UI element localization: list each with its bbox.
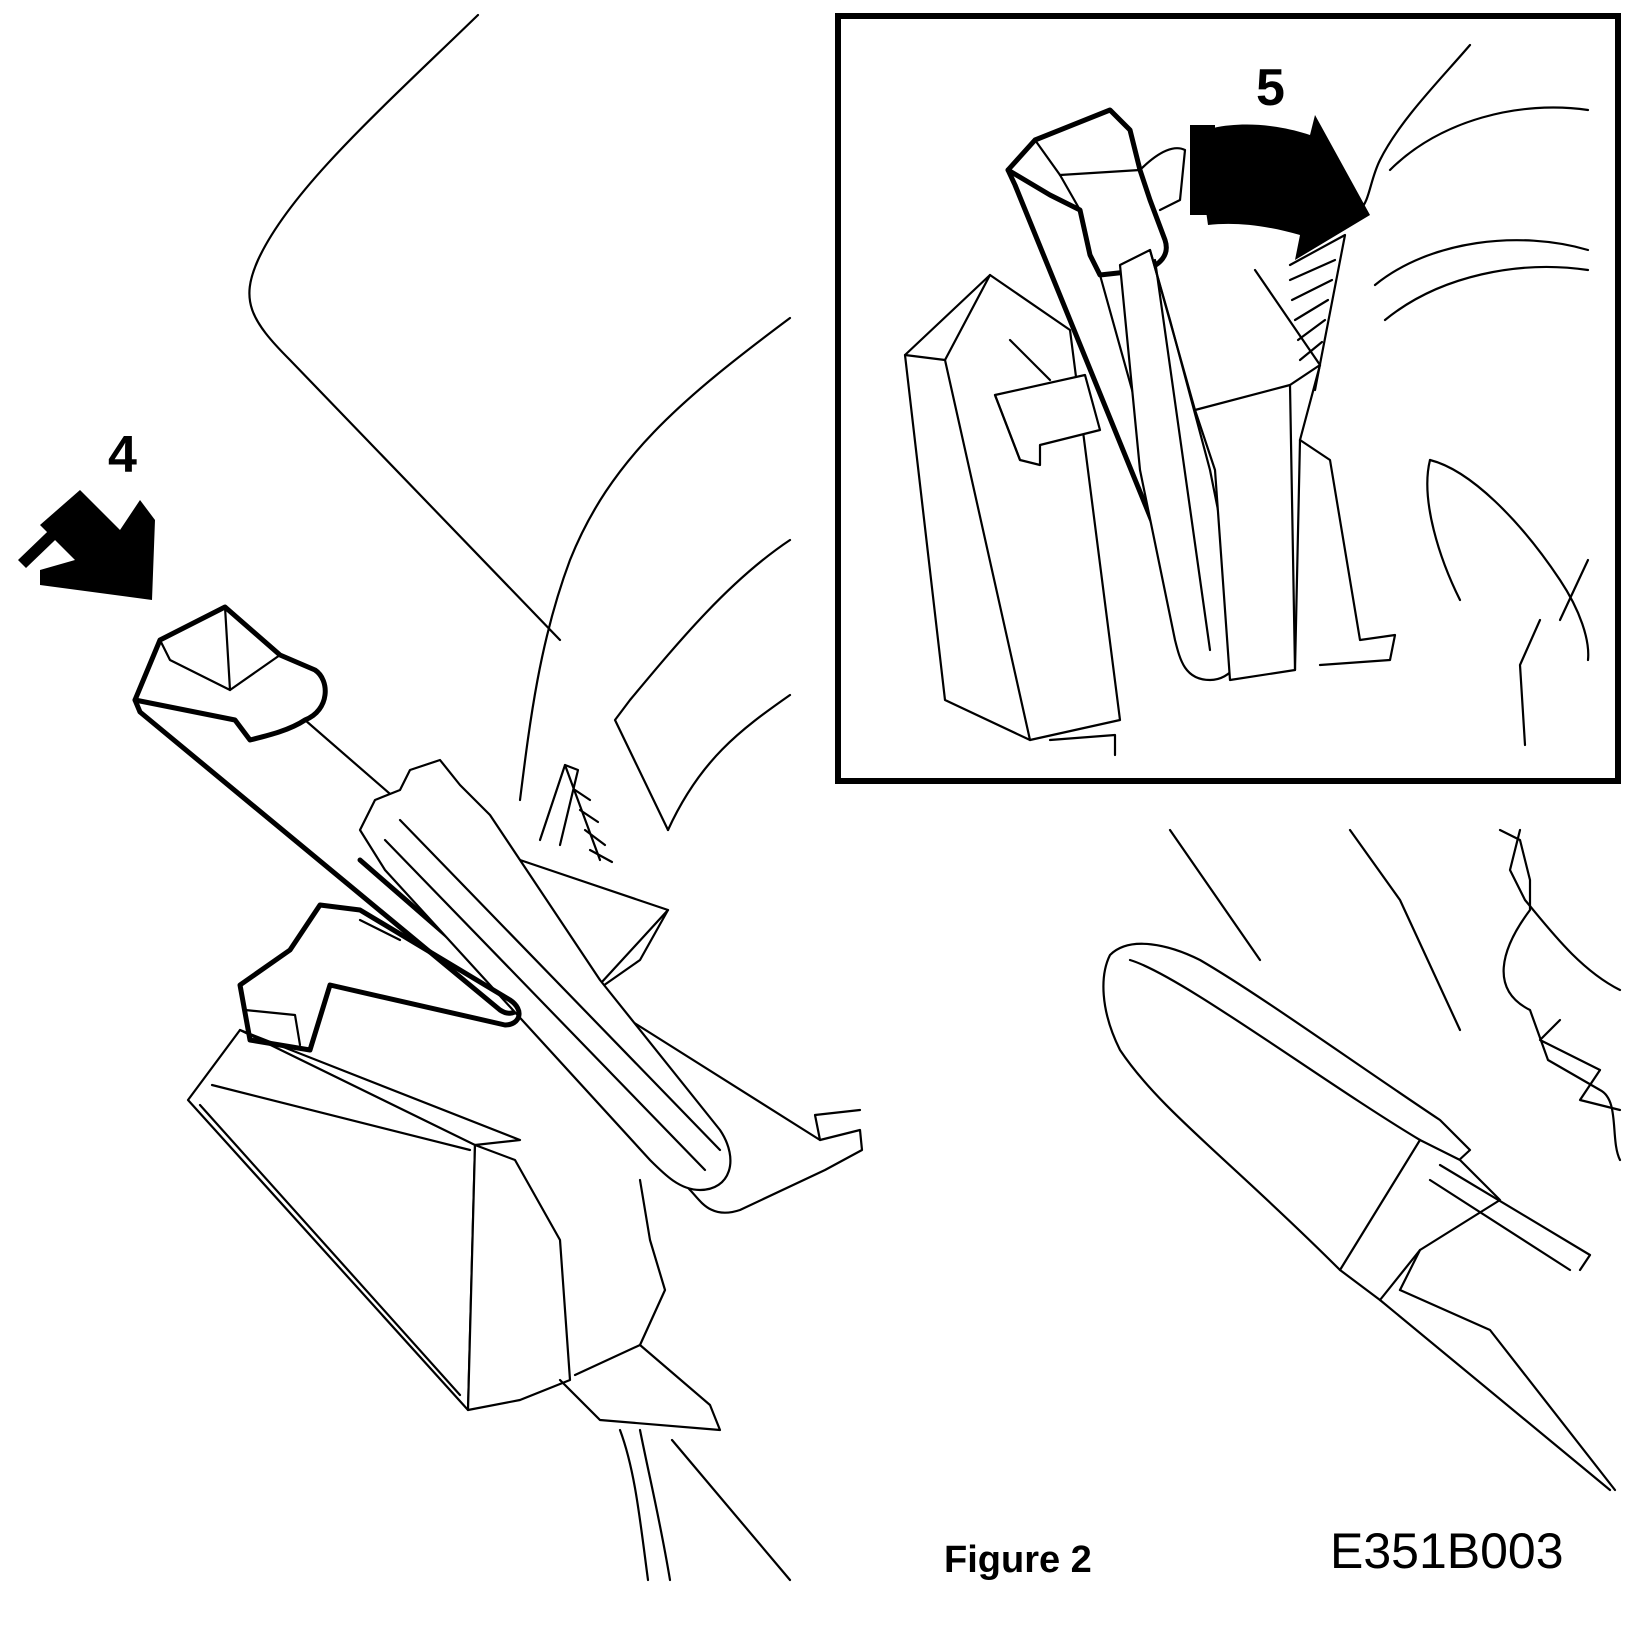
step-4-label: 4	[108, 426, 137, 484]
latch-arm	[132, 604, 732, 1192]
serrated-edge	[538, 763, 614, 864]
inset-detail-drawing	[903, 43, 1590, 757]
figure-reference-code: E351B003	[1330, 1523, 1564, 1579]
pointed-tool-icon	[1102, 828, 1622, 1492]
step-5-label: 5	[1256, 59, 1285, 117]
background-panel-outline	[248, 13, 792, 832]
step-5-arrow-icon	[1190, 115, 1370, 260]
step-4-arrow-icon	[18, 490, 155, 600]
figure-caption: Figure 2	[944, 1539, 1092, 1581]
locking-tab	[237, 902, 522, 1053]
clip-base-block	[186, 1028, 792, 1582]
